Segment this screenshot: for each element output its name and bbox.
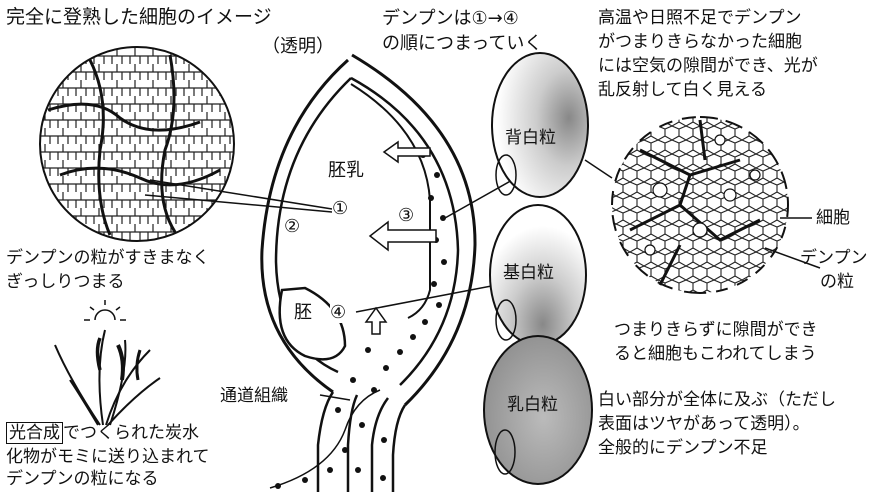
packed-note-line1: デンプンの粒がすきまなく — [6, 248, 210, 268]
broken-note-line1: つまりきらずに隙間ができ — [614, 320, 818, 340]
number-1-label: ① — [332, 198, 349, 220]
number-4-label: ④ — [330, 302, 347, 324]
starch-label-line2: の粒 — [820, 272, 854, 292]
vascular-label: 通道組織 — [220, 386, 288, 406]
high-temp-note-line1: 高温や日照不足でデンプン — [598, 8, 802, 28]
number-2-label: ② — [284, 216, 301, 237]
rice-plant-icon — [54, 329, 161, 426]
broken-note-line2: ると細胞もこわれてしまう — [614, 344, 817, 364]
high-temp-note-line2: がつまりきらなかった細胞 — [598, 32, 802, 52]
endosperm-label: 胚乳 — [328, 160, 364, 181]
milky-note-line2: 表面はツヤがあって透明）。 — [598, 414, 810, 434]
sun-icon — [84, 300, 126, 321]
grain-back-white — [491, 52, 589, 198]
photosynthesis-line1-rest: でつくられた炭水 — [63, 423, 199, 443]
immature-cell-cluster — [611, 116, 789, 294]
embryo-label: 胚 — [294, 302, 312, 323]
packed-note-line2: ぎっしりつまる — [6, 272, 125, 292]
photosynthesis-note-line1: 光合成でつくられた炭水 — [6, 422, 199, 444]
grain-back-white-label: 背白粒 — [505, 128, 556, 148]
ripe-cell-cluster — [39, 46, 235, 242]
pointer-line-4 — [355, 281, 513, 313]
pointer-line-1a — [149, 179, 333, 210]
starch-label-line1: デンプン — [800, 248, 868, 268]
photosynthesis-note-line2: 化物がモミに送り込まれて — [6, 447, 210, 467]
number-3-label: ③ — [398, 205, 415, 227]
grain-base-white-label: 基白粒 — [503, 263, 554, 283]
pointer-line-vascular — [319, 394, 351, 401]
grain-milky-white-label: 乳白粒 — [507, 395, 558, 415]
cell-label: 細胞 — [816, 208, 850, 228]
grain-cross-section — [260, 53, 477, 492]
order-note-line1: デンプンは①→④ — [382, 8, 519, 29]
milky-note-line3: 全般的にデンプン不足 — [598, 438, 768, 458]
photosynthesis-note-line3: デンプンの粒になる — [6, 469, 159, 489]
cluster-title: 完全に登熟した細胞のイメージ — [6, 6, 272, 28]
pointer-line-back-white — [584, 159, 613, 179]
cluster-subtitle: （透明） — [262, 36, 334, 57]
pointer-line-1b — [144, 194, 333, 213]
high-temp-note-line4: 乱反射して白く見える — [598, 80, 767, 100]
order-note-line2: の順につまっていく — [382, 33, 543, 54]
photosynthesis-boxed-term: 光合成 — [6, 422, 63, 444]
milky-note-line1: 白い部分が全体に及ぶ（ただし — [598, 390, 836, 410]
pointer-line-starch — [764, 247, 821, 269]
high-temp-note-line3: には空気の隙間ができ、光が — [598, 56, 818, 76]
grain-milky-white — [483, 335, 593, 485]
